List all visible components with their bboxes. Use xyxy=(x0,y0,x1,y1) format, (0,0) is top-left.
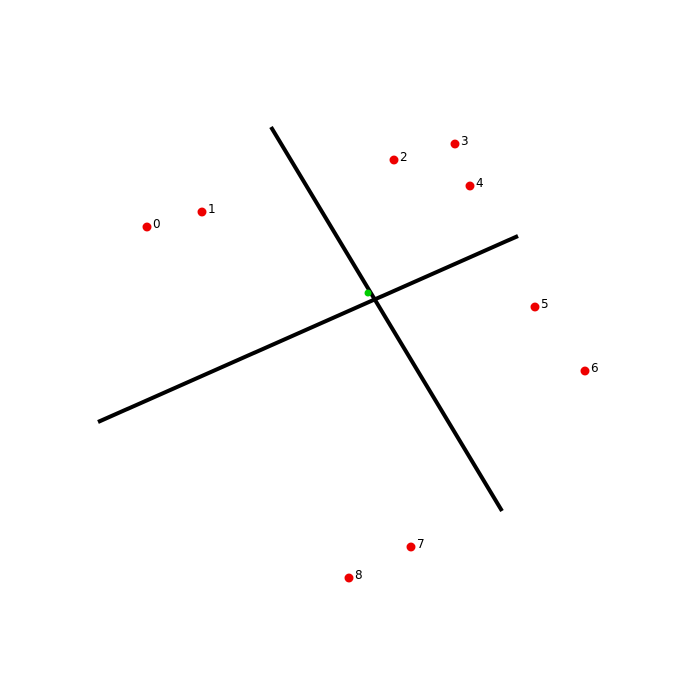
point-5 xyxy=(530,302,540,312)
point-label-0: 0 xyxy=(153,217,161,231)
point-3 xyxy=(450,139,460,149)
intersection-layer xyxy=(364,289,372,297)
point-4 xyxy=(465,181,475,191)
point-7 xyxy=(406,542,416,552)
line-b xyxy=(97,234,519,424)
intersection-point xyxy=(364,289,372,297)
point-label-2: 2 xyxy=(400,150,408,164)
point-label-1: 1 xyxy=(208,202,216,216)
point-6 xyxy=(580,366,590,376)
point-label-6: 6 xyxy=(591,361,599,375)
point-8 xyxy=(344,573,354,583)
point-label-7: 7 xyxy=(417,537,425,551)
lines-layer xyxy=(97,125,519,513)
point-label-8: 8 xyxy=(355,568,363,582)
point-label-4: 4 xyxy=(476,176,484,190)
points-layer: 0 1 2 3 4 5 6 7 8 xyxy=(142,134,599,583)
point-label-5: 5 xyxy=(541,297,549,311)
point-2 xyxy=(389,155,399,165)
point-1 xyxy=(197,207,207,217)
point-0 xyxy=(142,222,152,232)
line-a xyxy=(269,125,504,513)
point-label-3: 3 xyxy=(461,134,469,148)
